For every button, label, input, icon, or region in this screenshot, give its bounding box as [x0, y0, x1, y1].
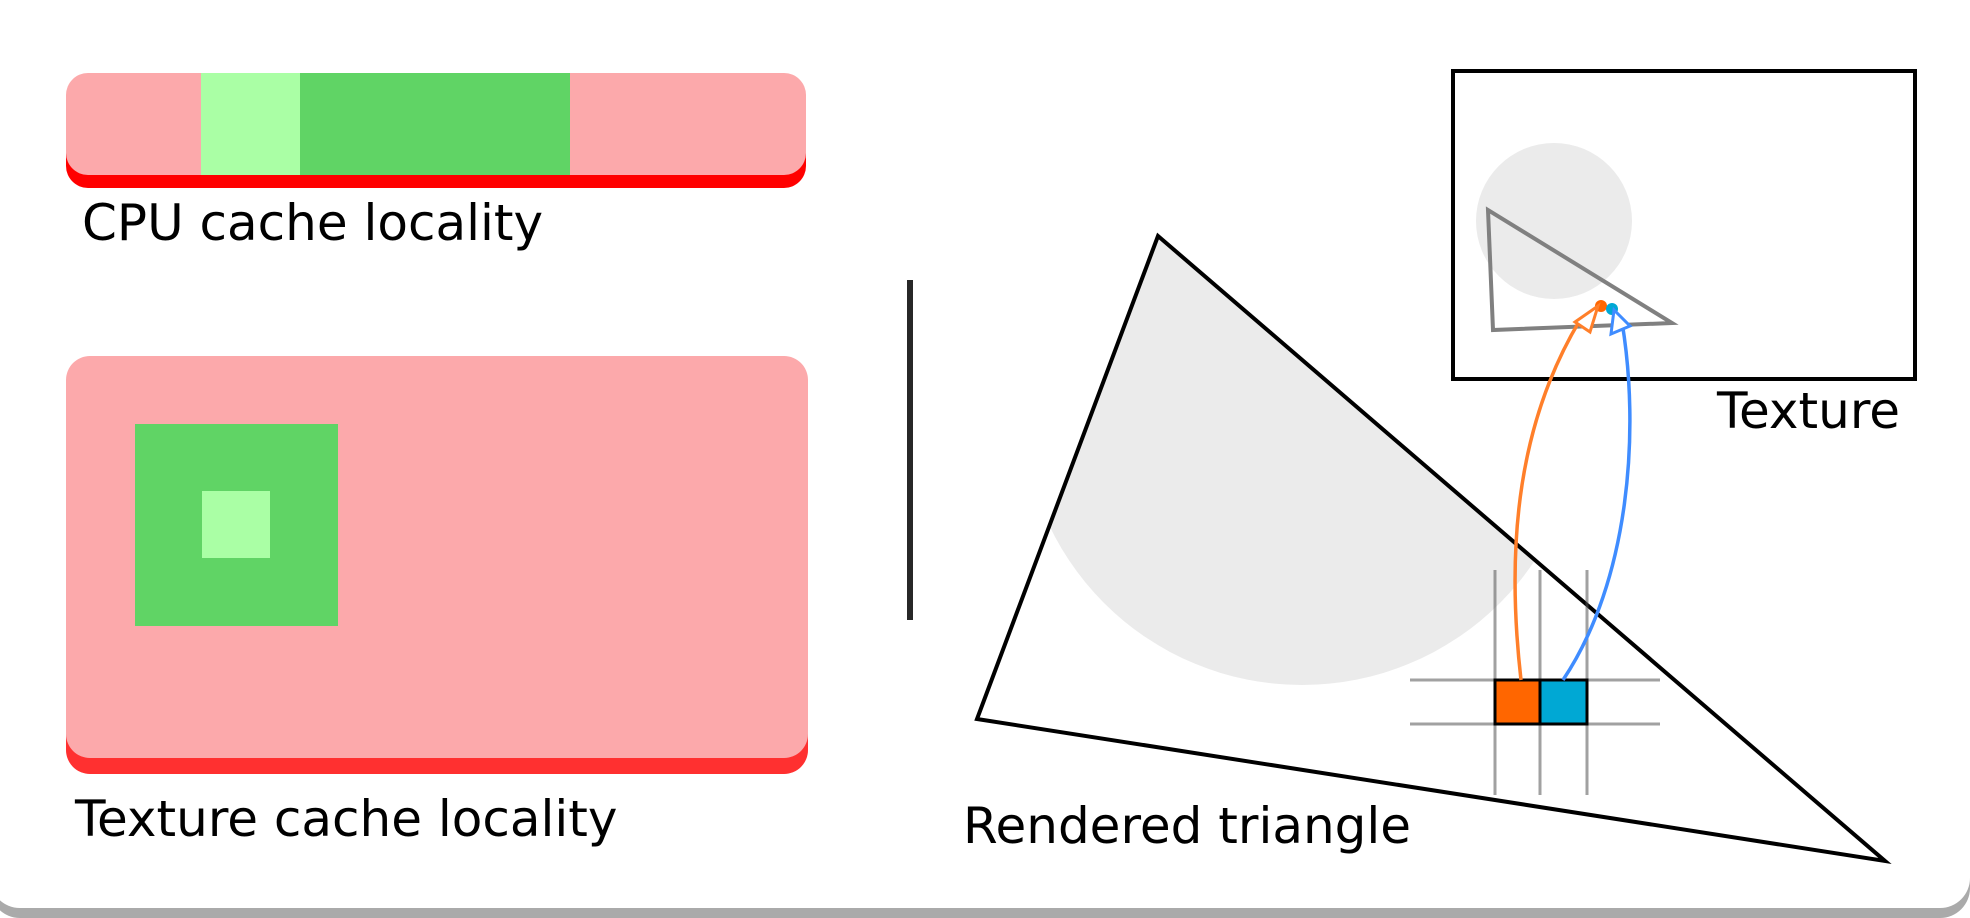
cpu-cache-label: CPU cache locality — [82, 194, 543, 252]
texture-sample-region — [1476, 143, 1632, 299]
rendered-triangle — [974, 232, 1892, 865]
texture-cache-current-texel — [202, 491, 270, 558]
texture-cache-label: Texture cache locality — [74, 790, 617, 848]
cpu-cache-bar — [66, 73, 806, 188]
pixel-blue — [1538, 678, 1589, 726]
texture-label: Texture — [1716, 382, 1900, 440]
orange-curved-arrow-icon — [1513, 302, 1601, 681]
texture-panel — [1451, 69, 1917, 381]
rendered-triangle-label: Rendered triangle — [963, 797, 1411, 855]
cpu-cache-hit-region — [300, 73, 570, 175]
divider — [907, 280, 913, 620]
blue-curved-arrow-icon — [1561, 306, 1633, 681]
pixel-orange — [1493, 678, 1542, 726]
cpu-cache-current-line — [201, 73, 300, 175]
texture-cache-block — [66, 356, 808, 774]
